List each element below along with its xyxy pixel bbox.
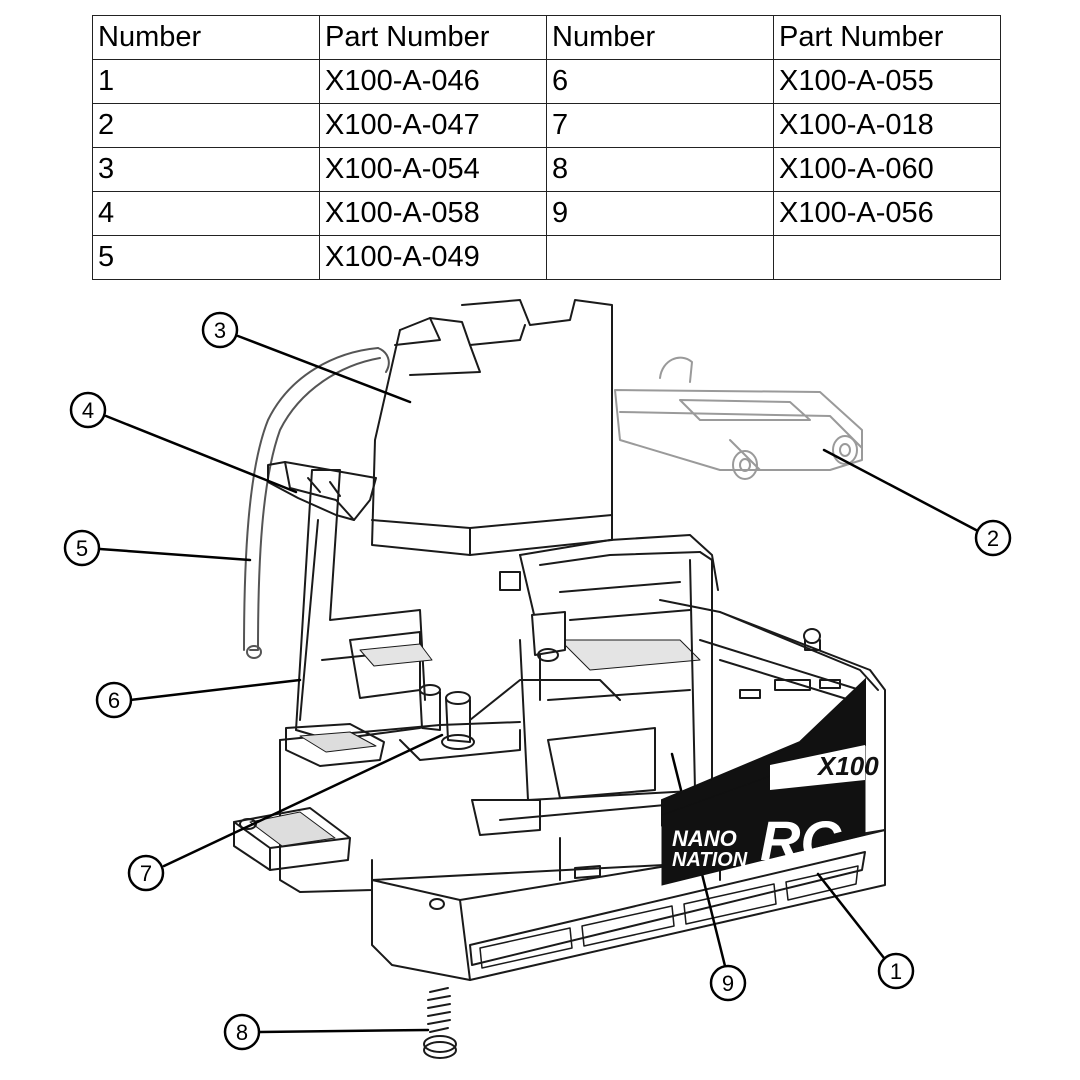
leader-lines: [98, 334, 978, 1034]
table-cell: [773, 235, 1001, 280]
table-cell: 1: [92, 59, 320, 104]
table-cell: [546, 235, 774, 280]
table-cell: 8: [546, 147, 774, 192]
callouts: 3 4 5 6 7 8 9 1: [63, 311, 1012, 1051]
callout-9-label: 9: [722, 971, 734, 996]
table-cell: X100-A-049: [319, 235, 547, 280]
callout-5-label: 5: [76, 536, 88, 561]
callout-8-label: 8: [236, 1020, 248, 1045]
logo-word2-text: NATION: [672, 849, 748, 871]
left-step-part: [233, 723, 385, 871]
callout-1-label: 1: [890, 959, 902, 984]
table-header-cell: Part Number: [319, 15, 547, 60]
logo-model-text: X100: [816, 751, 879, 781]
table-row: 3 X100-A-054 8 X100-A-060: [92, 147, 1001, 192]
spring-screw-part: [423, 987, 457, 1059]
antenna-part: [243, 347, 390, 659]
table-cell: 7: [546, 103, 774, 148]
rear-platform-part: [614, 356, 863, 480]
central-tray-part: [359, 639, 701, 761]
table-cell: X100-A-018: [773, 103, 1001, 148]
callout-3-label: 3: [214, 318, 226, 343]
exploded-view-diagram: X100 NANO NATION RC 3 4 5 6 7 8: [63, 299, 1012, 1059]
table-row: 4 X100-A-058 9 X100-A-056: [92, 191, 1001, 236]
callout-7: 7: [127, 854, 165, 892]
parts-table: Number Part Number Number Part Number 1 …: [92, 15, 1001, 280]
callout-7-label: 7: [140, 861, 152, 886]
callout-4-label: 4: [82, 398, 94, 423]
table-row: 5 X100-A-049: [92, 235, 1001, 280]
table-cell: X100-A-055: [773, 59, 1001, 104]
table-header-cell: Number: [92, 15, 320, 60]
table-cell: 5: [92, 235, 320, 280]
table-cell: 9: [546, 191, 774, 236]
table-cell: X100-A-056: [773, 191, 1001, 236]
posts-part: [419, 684, 475, 750]
table-cell: 4: [92, 191, 320, 236]
table-header-cell: Number: [546, 15, 774, 60]
clip-part: [267, 461, 377, 521]
table-cell: 3: [92, 147, 320, 192]
logo-decal-gap: [770, 745, 865, 790]
top-cover-part: [371, 299, 613, 556]
table-header-row: Number Part Number Number Part Number: [92, 15, 1001, 60]
callout-9: 9: [709, 964, 747, 1002]
table-cell: X100-A-046: [319, 59, 547, 104]
callout-4: 4: [69, 391, 107, 429]
callout-5: 5: [63, 529, 101, 567]
callout-6: 6: [95, 681, 133, 719]
front-bumper-part: [371, 829, 886, 981]
table-row: 2 X100-A-047 7 X100-A-018: [92, 103, 1001, 148]
table-cell: X100-A-058: [319, 191, 547, 236]
roll-cage-part: [471, 534, 719, 836]
table-cell: X100-A-047: [319, 103, 547, 148]
callout-3: 3: [201, 311, 239, 349]
logo-decal: X100 NANO NATION RC: [661, 677, 879, 886]
callout-1: 1: [877, 952, 915, 990]
table-header-cell: Part Number: [773, 15, 1001, 60]
table-cell: 6: [546, 59, 774, 104]
logo-word1-text: NANO: [672, 826, 737, 851]
table-cell: 2: [92, 103, 320, 148]
table-cell: X100-A-054: [319, 147, 547, 192]
callout-2: 2: [974, 519, 1012, 557]
table-cell: X100-A-060: [773, 147, 1001, 192]
table-row: 1 X100-A-046 6 X100-A-055: [92, 59, 1001, 104]
callout-8: 8: [223, 1013, 261, 1051]
logo-mark-text: RC: [760, 809, 842, 872]
callout-2-label: 2: [987, 526, 999, 551]
callout-6-label: 6: [108, 688, 120, 713]
